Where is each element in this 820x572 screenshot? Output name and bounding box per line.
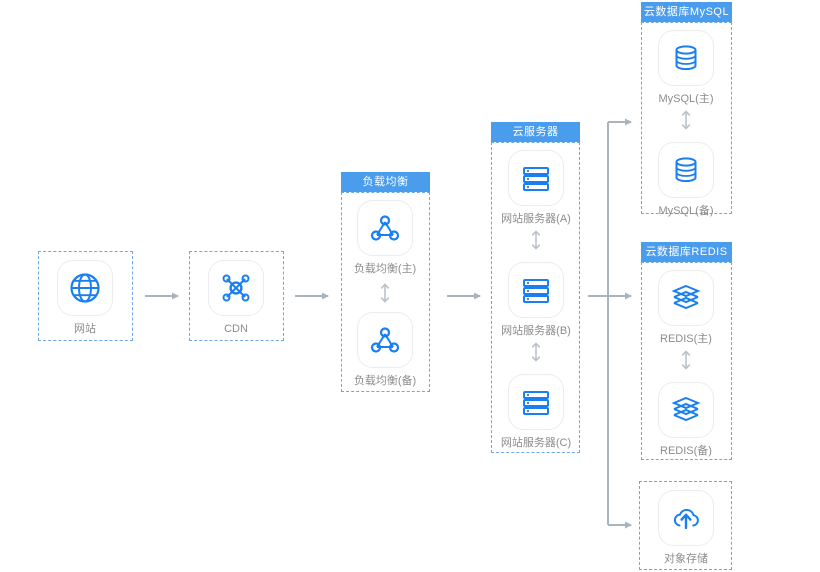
group-header-lb: 负载均衡: [341, 172, 430, 192]
database-icon: [658, 30, 714, 86]
server-rack-icon: [508, 150, 564, 206]
cdn-network-icon: [208, 260, 264, 316]
group-header-mysql: 云数据库MySQL: [641, 2, 732, 22]
node-label: MySQL(主): [658, 93, 714, 105]
sync-connector-ecs-bc: [529, 342, 543, 362]
node-mysql-primary[interactable]: MySQL(主): [640, 30, 732, 106]
node-web-server-b[interactable]: 网站服务器(B): [490, 262, 582, 338]
cloud-upload-icon: [658, 490, 714, 546]
sync-connector-mysql: [679, 110, 693, 130]
node-web-server-c[interactable]: 网站服务器(C): [490, 374, 582, 450]
node-label: MySQL(备): [658, 205, 714, 217]
redis-layers-icon: [658, 382, 714, 438]
globe-icon: [57, 260, 113, 316]
group-mysql: [641, 22, 732, 214]
load-balancer-icon: [357, 312, 413, 368]
redis-layers-icon: [658, 270, 714, 326]
node-redis-primary[interactable]: REDIS(主): [640, 270, 732, 346]
load-balancer-icon: [357, 200, 413, 256]
group-header-ecs: 云服务器: [491, 122, 580, 142]
group-cdn: [189, 251, 284, 341]
node-label: REDIS(备): [660, 445, 712, 457]
server-rack-icon: [508, 262, 564, 318]
node-object-storage[interactable]: 对象存储: [640, 490, 732, 566]
server-rack-icon: [508, 374, 564, 430]
node-label: 网站服务器(A): [501, 213, 571, 225]
sync-connector-redis: [679, 350, 693, 370]
node-label: 负载均衡(备): [353, 375, 417, 387]
node-label: 对象存储: [664, 553, 708, 565]
sync-connector-lb: [378, 283, 392, 303]
sync-connector-ecs-ab: [529, 230, 543, 250]
node-mysql-backup[interactable]: MySQL(备): [640, 142, 732, 218]
node-cdn[interactable]: CDN: [190, 260, 282, 336]
group-object-storage: [639, 481, 732, 570]
group-header-redis: 云数据库REDIS: [641, 242, 732, 262]
node-lb-primary[interactable]: 负载均衡(主): [339, 200, 431, 276]
group-lb: [341, 192, 430, 392]
node-lb-backup[interactable]: 负载均衡(备): [339, 312, 431, 388]
database-icon: [658, 142, 714, 198]
node-label: CDN: [224, 323, 248, 335]
node-label: 负载均衡(主): [353, 263, 417, 275]
node-redis-backup[interactable]: REDIS(备): [640, 382, 732, 458]
group-ecs: [491, 142, 580, 453]
node-label: REDIS(主): [660, 333, 712, 345]
group-redis: [641, 262, 732, 460]
group-website: [38, 251, 133, 341]
node-website[interactable]: 网站: [39, 260, 131, 336]
node-web-server-a[interactable]: 网站服务器(A): [490, 150, 582, 226]
node-label: 网站服务器(C): [500, 437, 572, 449]
node-label: 网站服务器(B): [501, 325, 571, 337]
node-label: 网站: [74, 323, 96, 335]
